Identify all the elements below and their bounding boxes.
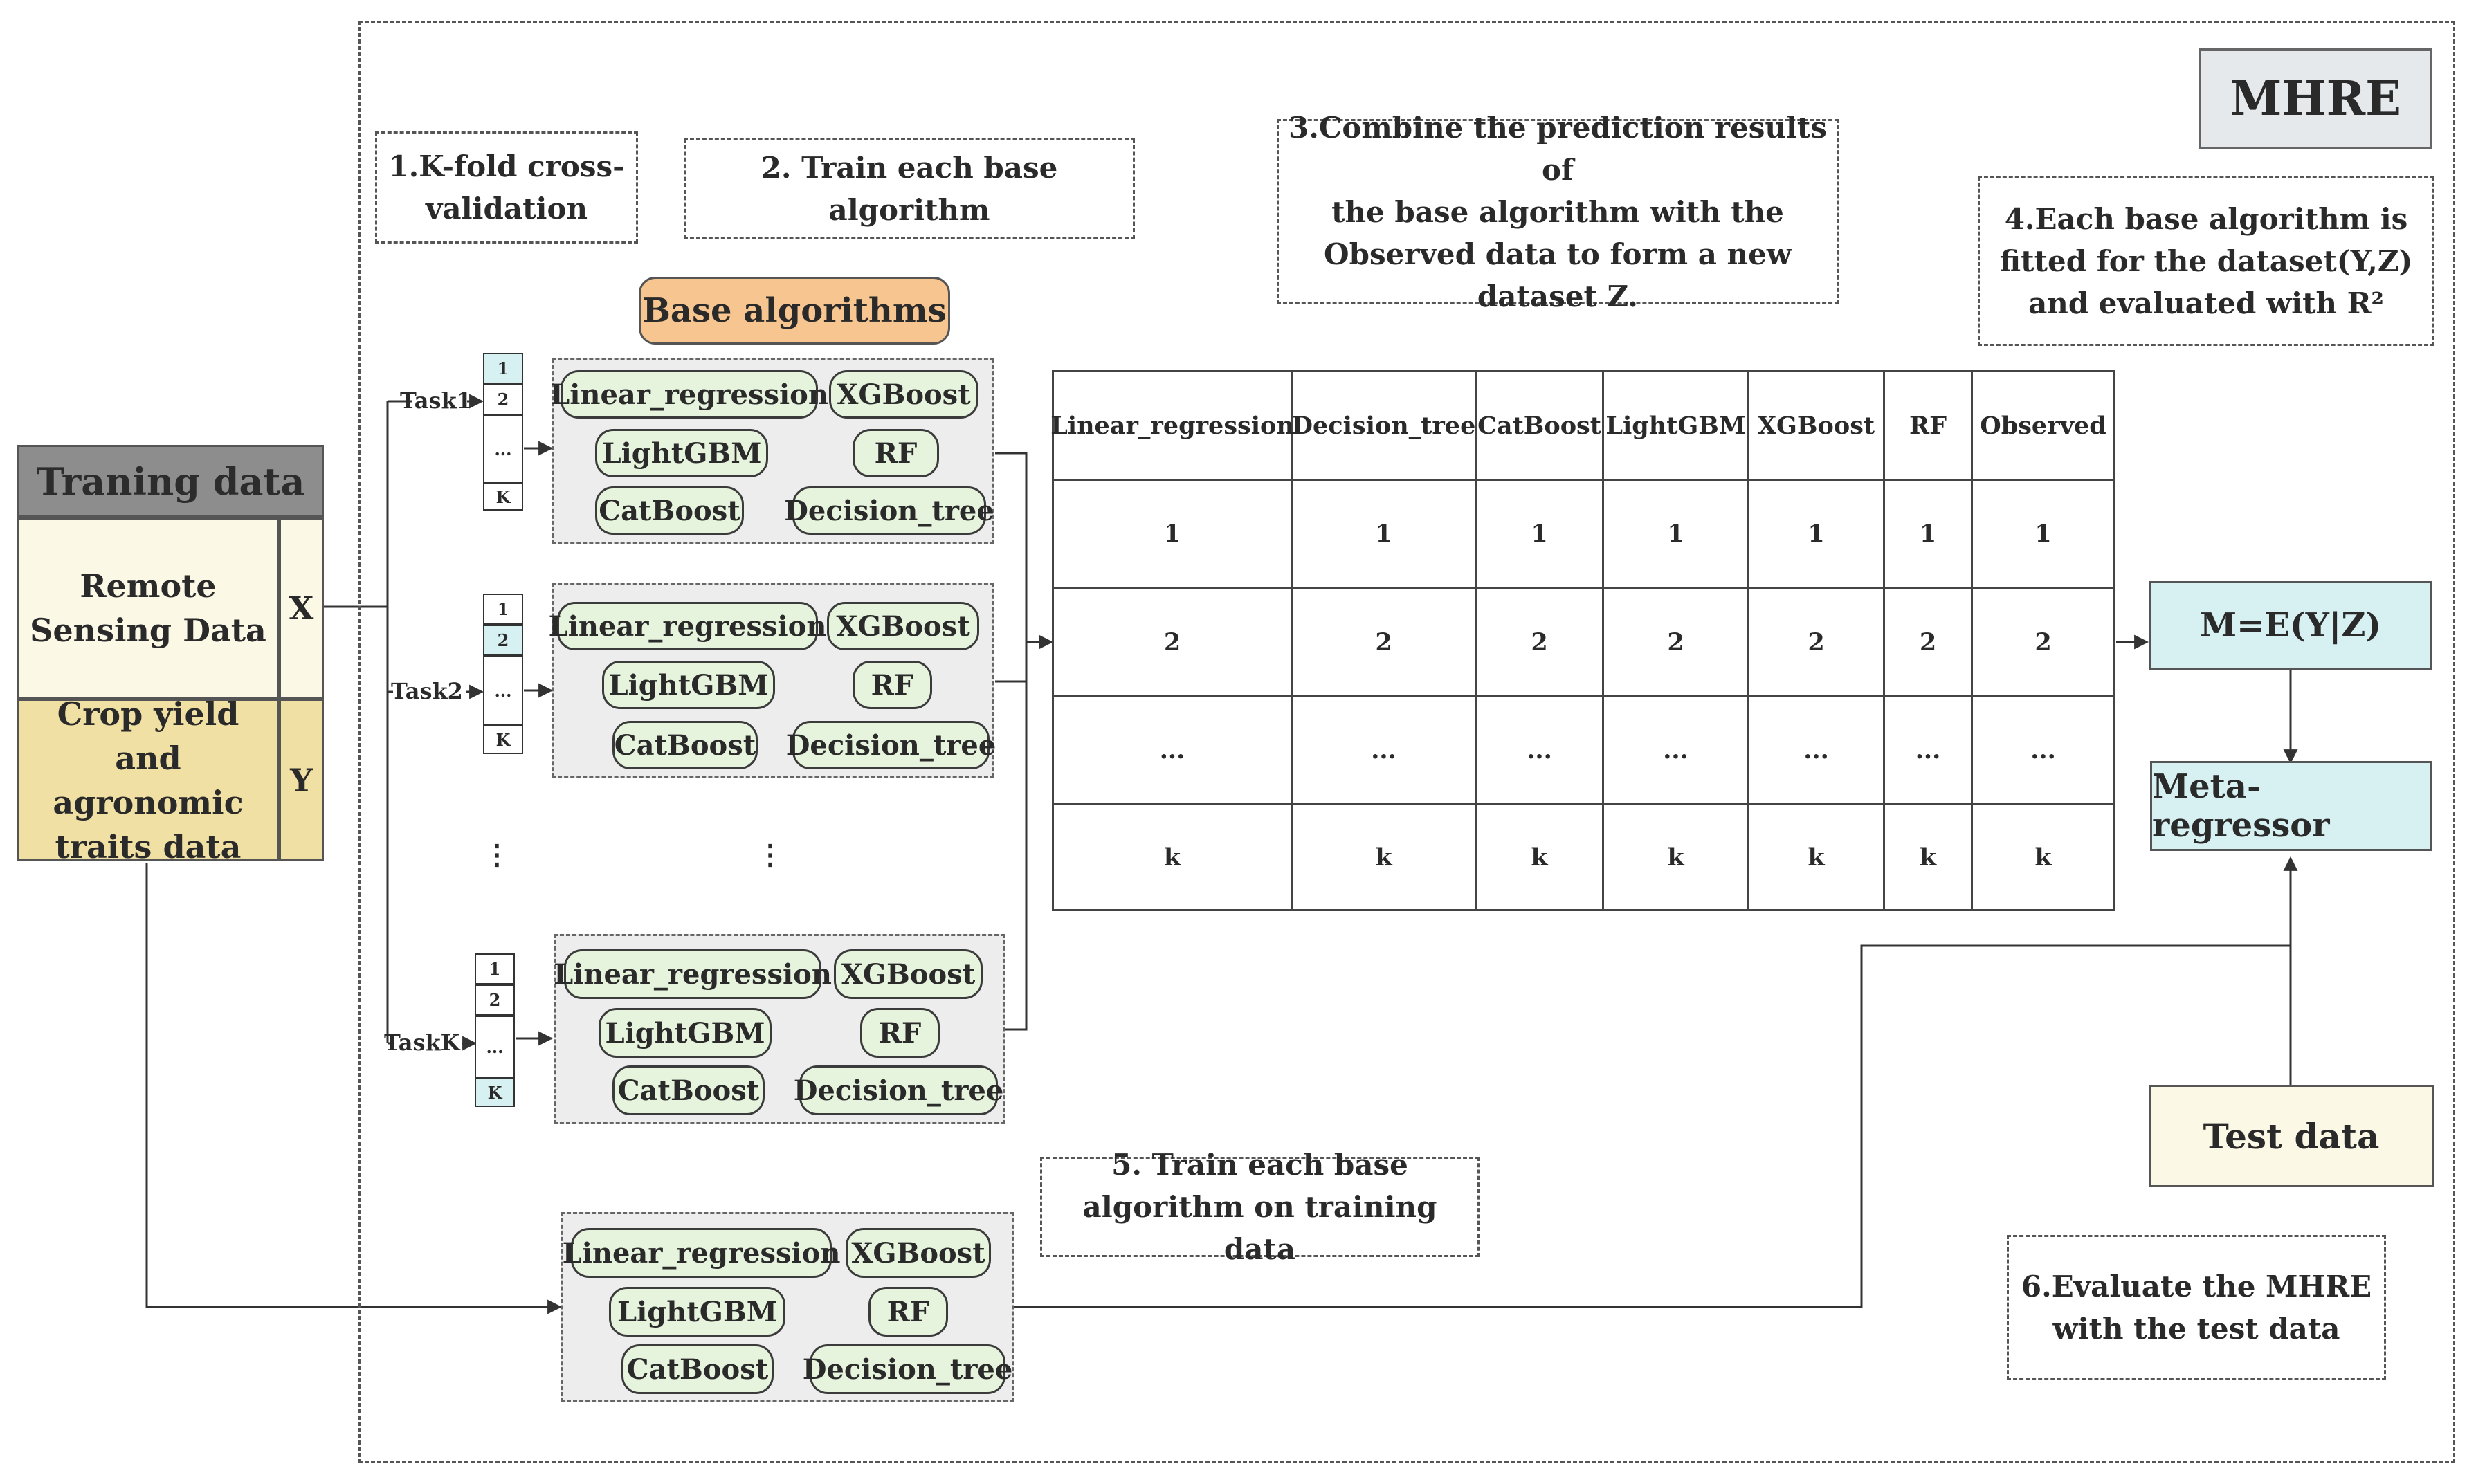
table-cell: 1: [1477, 481, 1604, 589]
algo-decision-tree: Decision_tree: [794, 1065, 1003, 1115]
fold-cell: ...: [475, 1016, 515, 1078]
fold-cell: ...: [483, 415, 523, 483]
crop-to-bottom-group: [145, 863, 563, 1314]
base-algorithms-label: Base algorithms: [639, 277, 950, 345]
table-header-cell: Linear_regression: [1050, 372, 1294, 481]
table-header-cell: Observed: [1973, 372, 2113, 481]
algo-catboost: CatBoost: [621, 1344, 774, 1394]
step2-note: 2. Train each base algorithm: [684, 138, 1135, 239]
table-cell: 1: [1054, 481, 1293, 589]
training-data-header: Traning data: [17, 445, 324, 517]
task2-label: Task2: [391, 678, 463, 704]
table-cell: k: [1749, 805, 1885, 909]
taskk-label: TaskK: [384, 1029, 460, 1056]
table-cell: 2: [1054, 589, 1293, 697]
fold-cell: 2: [483, 384, 523, 415]
table-cell: 1: [1604, 481, 1749, 589]
fold-cell: 1: [483, 594, 523, 625]
algo-catboost: CatBoost: [612, 721, 758, 769]
table-cell: 2: [1749, 589, 1885, 697]
algo-linear-regression: Linear_regression: [554, 949, 832, 999]
fold-cell: 2: [483, 625, 523, 656]
groups-collector: [995, 452, 1028, 1031]
table-cell: 2: [1885, 589, 1973, 697]
algo-rf: RF: [868, 1287, 948, 1337]
test-data-box: Test data: [2149, 1085, 2434, 1187]
table-cell: ...: [1749, 697, 1885, 805]
table-cell: 1: [1749, 481, 1885, 589]
table-cell: 2: [1293, 589, 1477, 697]
algo-rf: RF: [860, 1008, 940, 1058]
fold-cell: 1: [475, 953, 515, 984]
fold-cell: ...: [483, 656, 523, 725]
algo-rf: RF: [853, 429, 939, 477]
fold-cell: K: [483, 483, 523, 511]
table-cell: 2: [1973, 589, 2113, 697]
table-header-cell: XGBoost: [1749, 372, 1885, 481]
algo-lightgbm: LightGBM: [609, 1287, 785, 1337]
table-header-cell: Decision_tree: [1292, 372, 1477, 481]
meta-regressor-box: Meta-regressor: [2150, 761, 2432, 851]
table-cell: 1: [1973, 481, 2113, 589]
table-cell: ...: [1293, 697, 1477, 805]
fold-cell: 2: [475, 984, 515, 1016]
algo-decision-tree: Decision_tree: [786, 721, 996, 769]
table-cell: 1: [1293, 481, 1477, 589]
y-label: Y: [279, 699, 324, 861]
algo-xgboost: XGBoost: [827, 602, 979, 650]
mhre-frame: [358, 21, 2455, 1463]
algo-decision-tree: Decision_tree: [803, 1344, 1012, 1394]
table-cell: k: [1477, 805, 1604, 909]
table-header-cell: RF: [1885, 372, 1973, 481]
tasks-ellipsis: ⋮: [483, 839, 511, 871]
algo-linear-regression: Linear_regression: [549, 602, 826, 650]
fold-cell: 1: [483, 353, 523, 384]
table-cell: ...: [1477, 697, 1604, 805]
step1-note: 1.K-fold cross-validation: [375, 131, 638, 244]
prediction-table: Linear_regression Decision_tree CatBoost…: [1050, 370, 2115, 911]
groups-ellipsis: ⋮: [756, 839, 784, 871]
fold-cell: K: [475, 1078, 515, 1107]
table-cell: ...: [1973, 697, 2113, 805]
algo-xgboost: XGBoost: [846, 1228, 991, 1278]
table-cell: k: [2034, 843, 2052, 872]
mhre-title: MHRE: [2199, 48, 2432, 149]
fold-cell: K: [483, 725, 523, 754]
table-cell: 2: [1604, 589, 1749, 697]
table-cell: 1: [1885, 481, 1973, 589]
task1-label: Task1: [400, 387, 472, 414]
table-cell: k: [1885, 805, 1973, 909]
table-cell: 2: [1477, 589, 1604, 697]
algo-catboost: CatBoost: [612, 1065, 765, 1115]
table-cell: k: [1054, 805, 1293, 909]
table-cell: k: [1604, 805, 1749, 909]
algo-linear-regression: Linear_regression: [550, 370, 828, 419]
algo-rf: RF: [853, 661, 932, 709]
algo-xgboost: XGBoost: [834, 949, 983, 999]
algo-catboost: CatBoost: [595, 486, 744, 535]
x-label: X: [279, 517, 324, 699]
algo-lightgbm: LightGBM: [602, 661, 775, 709]
algo-decision-tree: Decision_tree: [784, 486, 994, 535]
algo-lightgbm: LightGBM: [595, 429, 768, 477]
table-header-cell: CatBoost: [1477, 372, 1604, 481]
table-cell: ...: [1054, 697, 1293, 805]
table-cell: k: [1293, 805, 1477, 909]
meta-model-box: M=E(Y|Z): [2149, 581, 2432, 670]
algo-linear-regression: Linear_regression: [563, 1228, 840, 1278]
algo-lightgbm: LightGBM: [599, 1008, 772, 1058]
algo-xgboost: XGBoost: [829, 370, 978, 419]
table-cell: ...: [1604, 697, 1749, 805]
table-cell: ...: [1885, 697, 1973, 805]
table-header-cell: LightGBM: [1604, 372, 1749, 481]
